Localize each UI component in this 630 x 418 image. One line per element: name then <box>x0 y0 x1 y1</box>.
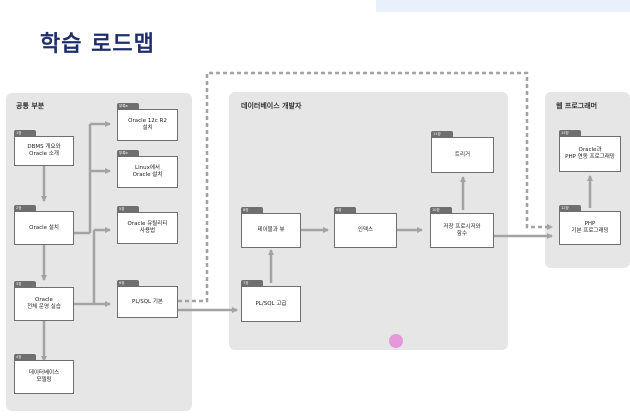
panel-db-title: 데이터베이스 개발자 <box>241 102 302 110</box>
node-ch1-tab: 1장 <box>14 130 36 136</box>
node-ch5-tab: 5장 <box>117 206 139 212</box>
node-ch12-tab: 12장 <box>559 205 581 211</box>
node-ch4-label: 데이터베이스 모델링 <box>14 360 74 394</box>
node-ch4-db-modeling[interactable]: 4장 데이터베이스 모델링 <box>14 354 74 394</box>
node-appendix-b-label: Linux에서 Oracle 설치 <box>117 156 178 188</box>
node-ch13-oracle-php[interactable]: 13장 Oracle과 PHP 연동 프로그래밍 <box>559 130 621 172</box>
node-ch3-full-practice[interactable]: 3장 Oracle 전체 운영 실습 <box>14 281 74 321</box>
node-ch9-index[interactable]: 9장 인덱스 <box>334 207 397 248</box>
node-ch10-label: 저장 프로시저와 함수 <box>430 213 494 248</box>
node-appendix-a-label: Oracle 12c R2 설치 <box>117 109 178 141</box>
node-appendix-a-tab: 부록a <box>117 103 139 109</box>
node-ch7-tab: 7장 <box>241 280 263 286</box>
node-ch2-label: Oracle 설치 <box>14 211 74 245</box>
node-ch10-tab: 10장 <box>430 207 452 213</box>
node-ch6-tab: 6장 <box>117 280 139 286</box>
node-ch7-label: PL/SQL 고급 <box>241 286 301 322</box>
node-ch5-label: Oracle 유틸리티 사용법 <box>117 212 178 244</box>
node-ch13-label: Oracle과 PHP 연동 프로그래밍 <box>559 136 621 172</box>
node-ch1-dbms-overview[interactable]: 1장 DBMS 개요와 Oracle 소개 <box>14 130 74 166</box>
node-ch1-label: DBMS 개요와 Oracle 소개 <box>14 136 74 166</box>
node-ch3-tab: 3장 <box>14 281 36 287</box>
node-ch7-plsql-advanced[interactable]: 7장 PL/SQL 고급 <box>241 280 301 322</box>
node-ch6-plsql-basic[interactable]: 6장 PL/SQL 기본 <box>117 280 178 318</box>
node-ch12-label: PHP 기본 프로그래밍 <box>559 211 621 245</box>
node-ch9-tab: 9장 <box>334 207 356 213</box>
node-appendix-b[interactable]: 부록b Linux에서 Oracle 설치 <box>117 150 178 188</box>
node-ch12-php-basic[interactable]: 12장 PHP 기본 프로그래밍 <box>559 205 621 245</box>
node-ch8-label: 테이블과 뷰 <box>241 213 301 248</box>
node-ch8-tab: 8장 <box>241 207 263 213</box>
node-ch2-oracle-install[interactable]: 2장 Oracle 설치 <box>14 205 74 245</box>
node-appendix-b-tab: 부록b <box>117 150 139 156</box>
node-ch4-tab: 4장 <box>14 354 36 360</box>
node-ch6-label: PL/SQL 기본 <box>117 286 178 318</box>
pointer-highlight <box>389 334 403 348</box>
node-ch5-utility[interactable]: 5장 Oracle 유틸리티 사용법 <box>117 206 178 244</box>
node-ch13-tab: 13장 <box>559 130 581 136</box>
node-ch11-label: 트리거 <box>431 137 494 173</box>
node-ch9-label: 인덱스 <box>334 213 397 248</box>
node-ch11-tab: 11장 <box>431 131 453 137</box>
panel-web-title: 웹 프로그래머 <box>556 102 598 110</box>
page-title: 학습 로드맵 <box>40 32 155 57</box>
top-header-strip <box>376 0 630 12</box>
node-ch10-procedure-function[interactable]: 10장 저장 프로시저와 함수 <box>430 207 494 248</box>
node-ch11-trigger[interactable]: 11장 트리거 <box>431 131 494 173</box>
panel-common-title: 공통 부분 <box>16 102 45 110</box>
node-ch8-table-view[interactable]: 8장 테이블과 뷰 <box>241 207 301 248</box>
node-appendix-a[interactable]: 부록a Oracle 12c R2 설치 <box>117 103 178 141</box>
node-ch3-label: Oracle 전체 운영 실습 <box>14 287 74 321</box>
node-ch2-tab: 2장 <box>14 205 36 211</box>
